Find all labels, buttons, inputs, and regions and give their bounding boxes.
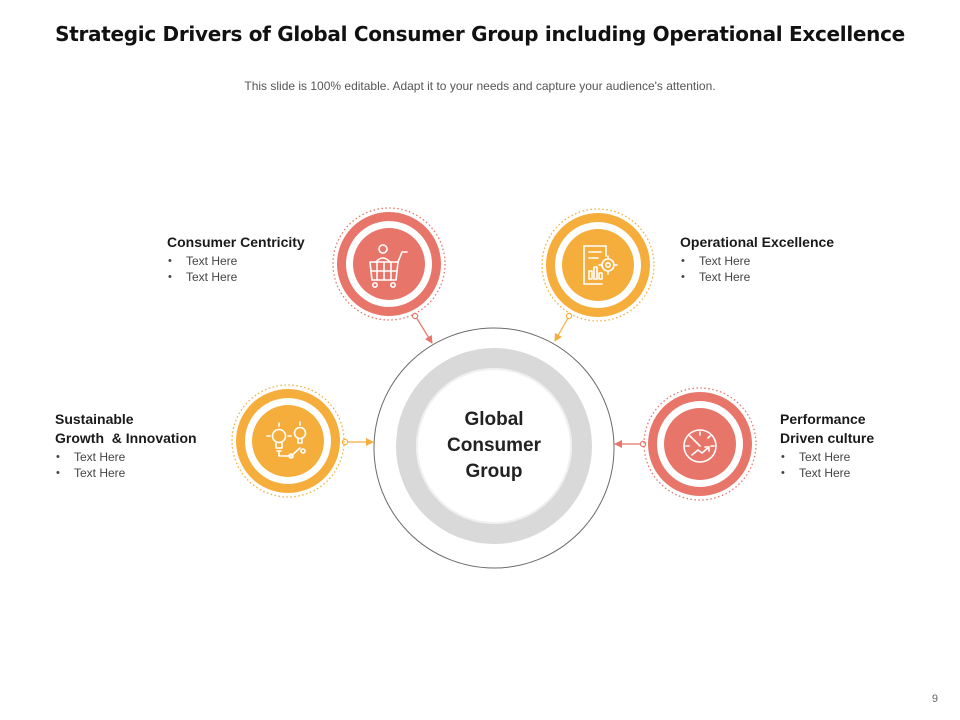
bullet-item: Text Here — [167, 253, 305, 269]
connector-performance-culture — [614, 440, 647, 448]
page-number: 9 — [931, 693, 938, 705]
driver-heading-line-2: Growth & Innovation — [55, 430, 197, 446]
bullet-item: Text Here — [680, 253, 834, 269]
bullet-list: Text Here Text Here — [680, 253, 834, 285]
slide-subtitle: This slide is 100% editable. Adapt it to… — [244, 79, 716, 93]
connector-operational-excellence — [554, 312, 573, 342]
bullet-item: Text Here — [55, 449, 197, 465]
shopping-cart-icon — [369, 244, 408, 288]
bullet-list: Text Here Text Here — [55, 449, 197, 481]
lightbulbs-icon — [266, 421, 307, 459]
driver-node-performance-culture — [643, 387, 757, 501]
connector-sustainable-growth — [341, 438, 374, 446]
driver-heading-line-2: Driven culture — [780, 430, 875, 446]
bullet-item: Text Here — [167, 269, 305, 285]
bullet-list: Text Here Text Here — [780, 449, 874, 481]
center-label-line-1: Global — [464, 409, 524, 430]
driver-node-consumer-centricity — [332, 207, 446, 321]
center-label: Global Consumer Group — [414, 407, 574, 485]
bullet-list: Text Here Text Here — [167, 253, 305, 285]
driver-operational-excellence: Operational Excellence Text Here Text He… — [680, 233, 834, 285]
speedometer-icon — [683, 429, 717, 463]
driver-heading-line-1: Sustainable — [55, 411, 134, 427]
driver-heading-line-1: Performance — [780, 411, 866, 427]
connector-consumer-centricity — [411, 312, 433, 344]
center-label-line-2: Consumer — [447, 435, 541, 456]
driver-performance-culture: Performance Driven culture Text Here Tex… — [780, 410, 874, 481]
driver-sustainable-growth: Sustainable Growth & Innovation Text Her… — [55, 410, 197, 481]
slide-title: Strategic Drivers of Global Consumer Gro… — [55, 22, 905, 46]
bullet-item: Text Here — [780, 449, 874, 465]
central-hub — [373, 327, 615, 569]
bullet-item: Text Here — [780, 465, 874, 481]
report-gear-icon — [583, 245, 618, 285]
center-label-line-3: Group — [465, 461, 523, 482]
driver-heading: Operational Excellence — [680, 234, 835, 250]
bullet-item: Text Here — [680, 269, 834, 285]
driver-consumer-centricity: Consumer Centricity Text Here Text Here — [167, 233, 305, 285]
driver-node-sustainable-growth — [231, 384, 345, 498]
driver-heading: Consumer Centricity — [167, 234, 305, 250]
driver-node-operational-excellence — [541, 208, 655, 322]
bullet-item: Text Here — [55, 465, 197, 481]
